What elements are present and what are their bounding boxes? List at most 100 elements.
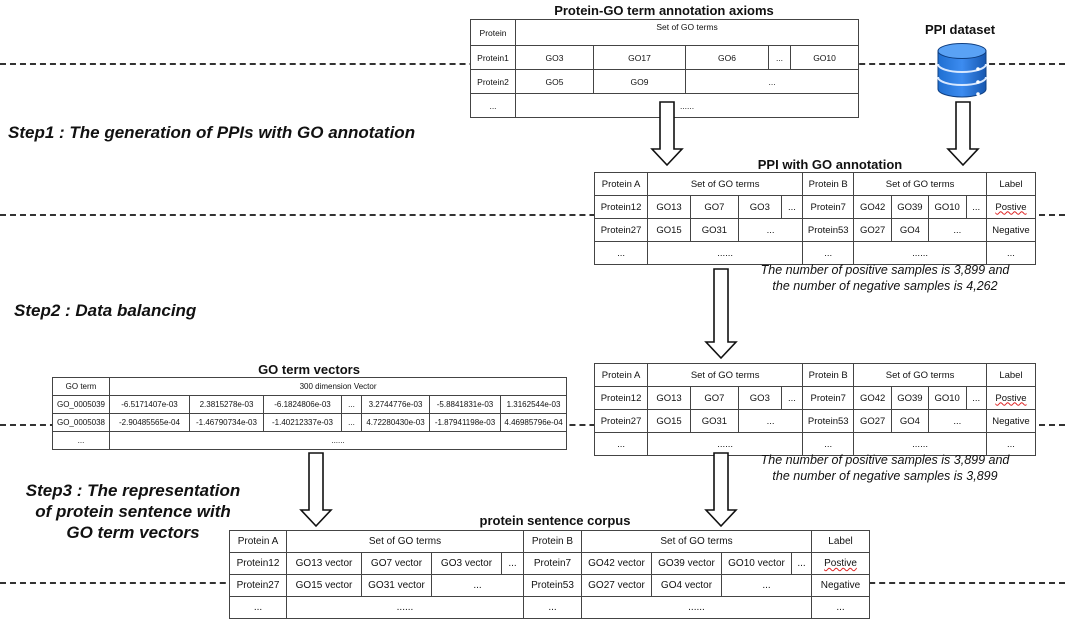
go-cell: GO31 [689, 409, 739, 433]
go-cell: GO15 [647, 409, 691, 433]
ppi-go-note: The number of positive samples is 3,899 … [720, 262, 1050, 294]
vector-cell: 1.3162544e-03 [499, 395, 568, 414]
protein-cell: Protein53 [523, 574, 582, 597]
ppi-go-note-line1: The number of positive samples is 3,899 … [760, 263, 1010, 277]
go-cell: GO4 vector [651, 574, 722, 597]
go-cell: ... [791, 552, 812, 575]
step2-label: Step2 : Data balancing [14, 301, 197, 320]
protein-cell: Protein12 [593, 195, 649, 219]
balanced-note-line1: The number of positive samples is 3,899 … [760, 453, 1010, 467]
header-protein-a: Protein A [593, 363, 649, 387]
protein-cell: Protein1 [470, 45, 516, 70]
go-cell: GO3 [737, 386, 782, 410]
label-cell: Negative [811, 574, 870, 597]
down-arrow-dataset [946, 101, 980, 167]
header-label: Label [985, 363, 1037, 387]
go-cell: GO7 [689, 386, 739, 410]
label-cell: Postive [985, 195, 1037, 219]
vectors-table: GO term 300 dimension Vector GO_0005039 … [52, 377, 568, 450]
step3-line3: GO term vectors [66, 523, 200, 542]
go-cell: GO5 [515, 69, 594, 94]
table-row: Protein27 GO15 GO31 ... Protein53 GO27 G… [593, 218, 1037, 242]
vector-cell: -1.46790734e-03 [189, 413, 264, 432]
protein-cell: Protein53 [802, 218, 855, 242]
go-cell: GO10 vector [721, 552, 792, 575]
go-cell: ... [737, 409, 804, 433]
go-cell: GO27 [853, 218, 892, 242]
header-protein-b: Protein B [802, 363, 855, 387]
go-cell: GO27 [853, 409, 892, 433]
vector-cell: 4.46985796e-04 [499, 413, 568, 432]
vector-cell: -1.40212337e-03 [263, 413, 342, 432]
step3-label: Step3 : The representation of protein se… [8, 480, 258, 543]
balanced-table: Protein A Set of GO terms Protein B Set … [593, 363, 1037, 456]
corpus-title: protein sentence corpus [479, 513, 631, 528]
ppi-go-table: Protein A Set of GO terms Protein B Set … [593, 172, 1037, 265]
go-cell: ... [965, 386, 987, 410]
separator-line-2 [0, 214, 1065, 216]
label-cell: Negative [985, 409, 1037, 433]
table-row: ... ...... [52, 431, 568, 450]
header-label: Label [985, 172, 1037, 196]
header-label: Label [811, 530, 870, 553]
corpus-table: Protein A Set of GO terms Protein B Set … [229, 530, 870, 619]
table-row: GO_0005039 -6.5171407e-03 2.3815278e-03 … [52, 395, 568, 414]
go-cell: GO42 [853, 386, 892, 410]
table-row: Protein12 GO13 GO7 GO3 ... Protein7 GO42… [593, 195, 1037, 219]
table-row: ... ...... ... ...... ... [593, 432, 1037, 456]
go-cell: GO4 [891, 218, 929, 242]
protein-cell: ... [523, 596, 582, 619]
table-row: Protein12 GO13 GO7 GO3 ... Protein7 GO42… [593, 386, 1037, 410]
label-cell: Postive [811, 552, 870, 575]
protein-cell: ... [229, 596, 287, 619]
go-cell: GO6 [685, 45, 769, 70]
step3-line1: Step3 : The representation [25, 481, 241, 500]
vector-cell: 2.3815278e-03 [189, 395, 264, 414]
vector-cell: 3.2744776e-03 [361, 395, 430, 414]
go-cell: ... [737, 218, 804, 242]
protein-cell: Protein2 [470, 69, 516, 94]
table-row: ... ...... ... ...... ... [229, 596, 870, 619]
go-cell: GO3 [737, 195, 782, 219]
header-go-term: GO term [52, 377, 110, 396]
header-protein-b: Protein B [802, 172, 855, 196]
label-cell: ... [811, 596, 870, 619]
table-row: Protein27 GO15 GO31 ... Protein53 GO27 G… [593, 409, 1037, 433]
label-cell: ... [985, 432, 1037, 456]
axioms-header-protein: Protein [470, 19, 516, 46]
go-term-cell: GO_0005038 [52, 413, 110, 432]
go-cell: ... [768, 45, 791, 70]
down-arrow-balancing [704, 268, 738, 360]
header-go-a: Set of GO terms [647, 363, 804, 387]
go-cell: GO27 vector [581, 574, 652, 597]
go-cell: GO4 [891, 409, 929, 433]
go-cell: ... [684, 69, 860, 94]
vector-cell: 4.72280430e-03 [361, 413, 430, 432]
table-row: ... ...... ... ...... ... [593, 241, 1037, 265]
label-cell: Negative [985, 218, 1037, 242]
vector-cell: -5.8841831e-03 [429, 395, 501, 414]
table-row: ... ...... [470, 93, 860, 118]
protein-cell: ... [593, 432, 649, 456]
go-cell: GO13 vector [286, 552, 362, 575]
go-cell: GO10 [927, 195, 967, 219]
down-arrow-axioms [650, 101, 684, 167]
go-cell: GO31 vector [361, 574, 432, 597]
vector-cell: -6.1824806e-03 [263, 395, 342, 414]
vector-cell: ... [341, 413, 362, 432]
table-row: Protein27 GO15 vector GO31 vector ... Pr… [229, 574, 870, 597]
go-cell: GO13 [647, 195, 691, 219]
table-row: Protein12 GO13 vector GO7 vector GO3 vec… [229, 552, 870, 575]
go-cell: ... [501, 552, 524, 575]
header-protein-a: Protein A [593, 172, 649, 196]
go-cell: GO15 vector [286, 574, 362, 597]
table-row: Protein2 GO5 GO9 ... [470, 69, 860, 94]
go-cell: ...... [286, 596, 524, 619]
vector-cell: ...... [108, 431, 568, 450]
protein-cell: Protein7 [802, 195, 855, 219]
go-cell: GO13 [647, 386, 691, 410]
protein-cell: ... [470, 93, 516, 118]
label-cell: Postive [985, 386, 1037, 410]
protein-cell: ... [593, 241, 649, 265]
go-cell: GO31 [689, 218, 739, 242]
